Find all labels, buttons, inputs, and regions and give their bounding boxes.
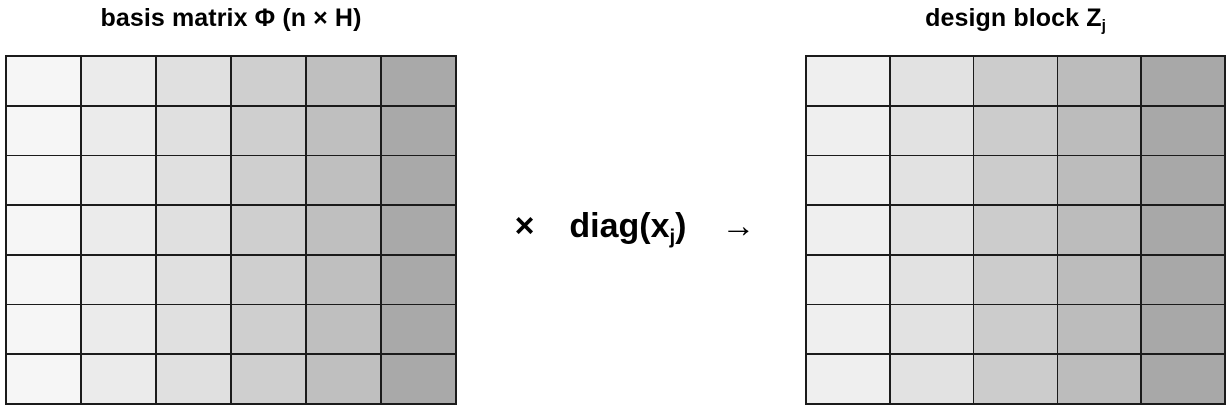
right-panel-title: design block Zj [805,3,1226,42]
basis-matrix-cell [156,305,231,354]
basis-matrix-cell [381,57,455,106]
design-block-cell [974,305,1057,354]
basis-matrix-cell [231,156,306,205]
design-block-cell [1141,305,1224,354]
design-block-cell [890,156,973,205]
diag-close-paren: ) [675,207,687,245]
basis-matrix-cell [156,57,231,106]
right-arrow-icon: → [721,207,756,245]
basis-matrix-cell [156,205,231,255]
design-block-cell [1141,205,1224,255]
basis-matrix-cell [381,305,455,354]
basis-matrix-cell [81,205,156,255]
basis-matrix-cell [81,255,156,304]
basis-matrix-cell [306,57,381,106]
design-block-cell [807,156,890,205]
diag-function-label: diag(x [569,207,670,245]
basis-matrix-cell [7,106,81,155]
design-block-cell [1058,305,1141,354]
basis-matrix-cell [231,354,306,403]
design-block-cell [807,205,890,255]
basis-matrix-cell [231,106,306,155]
basis-matrix-cell [156,106,231,155]
design-block-cell [890,106,973,155]
basis-matrix-cell [306,305,381,354]
design-block-cell [1058,255,1141,304]
basis-matrix-cell [306,205,381,255]
basis-matrix-cell [231,205,306,255]
design-block-cell [890,354,973,403]
design-block-cell [807,354,890,403]
basis-matrix-cell [81,57,156,106]
basis-matrix-grid [5,55,457,405]
basis-matrix-cell [156,354,231,403]
design-block-cell [890,57,973,106]
basis-matrix-cell [231,255,306,304]
right-panel-title-prefix: design block [925,4,1087,32]
left-panel-title: basis matrix Φ (n × H) [100,4,362,32]
basis-matrix-cell [381,106,455,155]
design-block-cell [1141,255,1224,304]
design-block-cell [890,305,973,354]
design-block-cell [1058,57,1141,106]
design-block-cell [974,354,1057,403]
basis-matrix-cell [306,354,381,403]
design-block-cell [974,106,1057,155]
basis-matrix-cell [231,57,306,106]
basis-matrix-cell [7,57,81,106]
basis-matrix-cell [156,255,231,304]
basis-matrix-cell [7,205,81,255]
design-block-cell [890,255,973,304]
basis-matrix-cell [7,354,81,403]
design-block-cell [1141,106,1224,155]
basis-matrix-cell [7,156,81,205]
basis-matrix-cell [7,305,81,354]
basis-matrix-cell [81,354,156,403]
basis-matrix-cell [381,156,455,205]
operator-expression: × diag(xj) → [470,204,800,260]
basis-matrix-cell [306,255,381,304]
design-block-cell [1141,57,1224,106]
basis-matrix-cell [381,205,455,255]
design-block-cell [1058,106,1141,155]
basis-matrix-cell [7,255,81,304]
design-block-cell [1141,354,1224,403]
design-block-cell [974,255,1057,304]
design-block-cell [974,57,1057,106]
basis-matrix-cell [81,305,156,354]
basis-matrix-cell [231,305,306,354]
right-panel-title-symbol: Z [1086,4,1102,32]
diag-subscript: j [669,226,676,249]
design-block-cell [807,255,890,304]
design-block-cell [807,57,890,106]
design-block-cell [807,106,890,155]
basis-matrix-cell [81,156,156,205]
right-panel-title-subscript: j [1101,17,1106,35]
design-block-cell [1058,156,1141,205]
design-block-cell [807,305,890,354]
basis-matrix-cell [306,106,381,155]
design-block-cell [974,156,1057,205]
basis-matrix-cell [381,255,455,304]
design-block-cell [1058,354,1141,403]
basis-matrix-cell [81,106,156,155]
design-block-cell [890,205,973,255]
design-block-grid [805,55,1226,405]
basis-matrix-cell [381,354,455,403]
multiply-icon: × [514,207,535,245]
design-block-cell [1058,205,1141,255]
basis-matrix-cell [306,156,381,205]
design-block-cell [974,205,1057,255]
basis-matrix-cell [156,156,231,205]
design-block-cell [1141,156,1224,205]
